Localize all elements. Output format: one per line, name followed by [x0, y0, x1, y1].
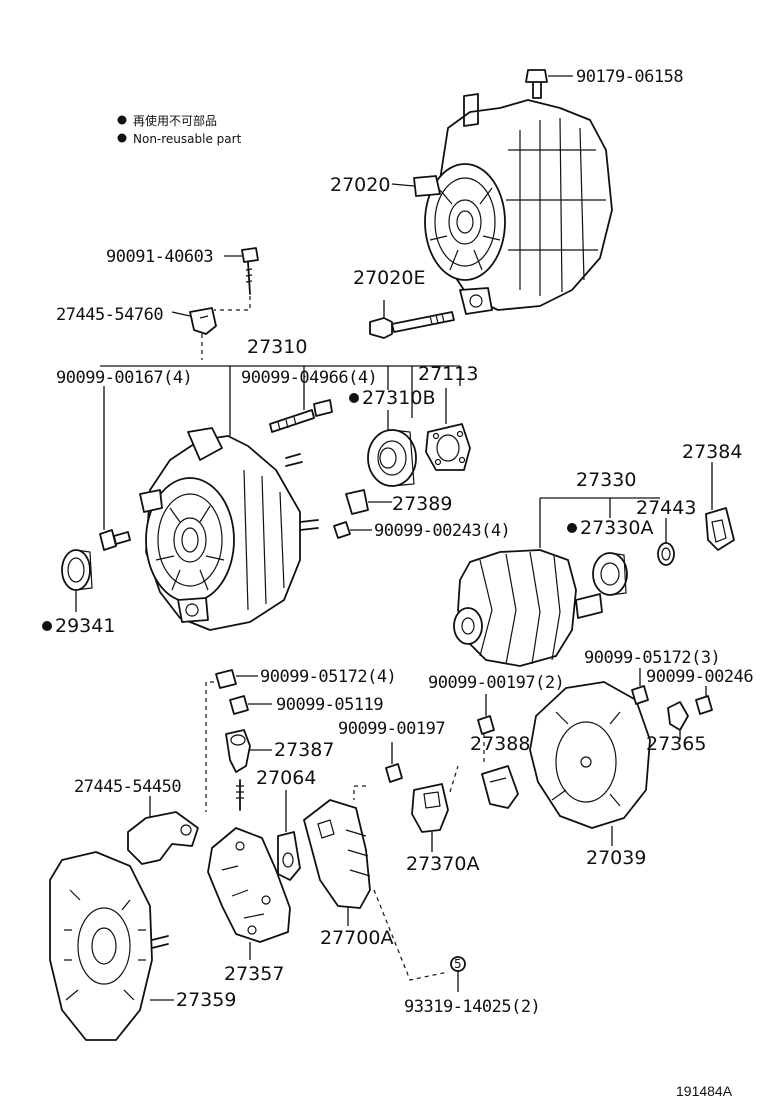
label-27310: 27310	[247, 336, 307, 358]
label-27700A: 27700A	[320, 927, 393, 949]
alternator-assembly-drawing	[391, 69, 613, 315]
figure-id: 191484A	[676, 1083, 733, 1099]
label-27370A: 27370A	[406, 853, 479, 875]
label-90099-00197-2: 90099-00197(2)	[428, 673, 564, 693]
drive-end-frame-drawing	[139, 427, 319, 631]
label-27443: 27443	[636, 497, 696, 519]
bearing-27310B-drawing	[367, 410, 417, 487]
group-bracket-lines	[100, 365, 461, 530]
label-27064: 27064	[256, 767, 316, 789]
label-27330A: 27330A	[580, 517, 653, 539]
label-27359: 27359	[176, 989, 236, 1011]
label-27310B: 27310B	[362, 387, 435, 409]
label-27113: 27113	[418, 363, 478, 385]
ring-27443-drawing	[657, 518, 675, 566]
bracket-bolt-drawing	[171, 247, 259, 360]
label-90099-05119: 90099-05119	[276, 695, 383, 715]
label-90099-00167: 90099-00167(4)	[56, 368, 192, 388]
nut-90099-05172-drawing	[631, 668, 649, 705]
insulator-27384-drawing	[705, 462, 735, 551]
label-90091-40603: 90091-40603	[106, 247, 213, 267]
non-reusable-bullet-icon	[567, 523, 577, 533]
label-27389: 27389	[392, 493, 452, 515]
screw-90099-00167-drawing	[99, 529, 131, 551]
label-27020E: 27020E	[353, 267, 425, 289]
cover-27389-drawing	[345, 489, 392, 515]
screw-90099-00243-drawing	[333, 521, 372, 539]
screw-90099-00197-pair-drawing	[477, 694, 495, 762]
label-90099-05172-4: 90099-05172(4)	[260, 667, 396, 687]
through-bolt-drawing	[369, 300, 455, 339]
label-27388: 27388	[470, 733, 530, 755]
voltage-regulator-drawing	[303, 785, 449, 981]
gasket-27064-drawing	[277, 790, 301, 881]
label-90099-00246: 90099-00246	[646, 667, 753, 687]
bearing-27330A-drawing	[592, 552, 628, 596]
label-90099-04966: 90099-04966(4)	[241, 368, 377, 388]
label-27039: 27039	[586, 847, 646, 869]
pin-93319-drawing: 5	[450, 956, 466, 992]
rectifier-drawing	[207, 827, 291, 960]
label-90099-00243: 90099-00243(4)	[374, 521, 510, 541]
legend: 再使用不可部品 Non-reusable part	[117, 113, 242, 146]
rotor-drawing	[453, 497, 660, 667]
label-90099-05172-3: 90099-05172(3)	[584, 648, 720, 668]
part-marker-number: 5	[454, 957, 462, 971]
label-27020: 27020	[330, 174, 390, 196]
bracket-27445-54450-drawing	[127, 796, 199, 865]
nut-washer-drawings	[205, 669, 272, 812]
retainer-plate-drawing	[425, 388, 471, 471]
legend-bullet-icon	[117, 133, 127, 143]
label-27357: 27357	[224, 963, 284, 985]
label-27387: 27387	[274, 739, 334, 761]
label-27365: 27365	[646, 733, 706, 755]
legend-bullet-icon	[117, 115, 127, 125]
screw-90099-00197-drawing	[385, 742, 403, 783]
stud-bolt-drawing	[269, 394, 333, 433]
label-90099-00197: 90099-00197	[338, 719, 445, 739]
terminal-27365-drawing	[667, 686, 713, 740]
brush-cover-drawing	[481, 765, 519, 809]
oil-seal-drawing	[61, 549, 93, 612]
non-reusable-bullet-icon	[349, 393, 359, 403]
terminal-insulator-drawing	[225, 729, 272, 811]
legend-ja-text: 再使用不可部品	[133, 113, 217, 128]
non-reusable-bullet-icon	[42, 621, 52, 631]
label-90179-06158: 90179-06158	[576, 67, 683, 87]
label-27330: 27330	[576, 469, 636, 491]
rear-end-frame-drawing	[49, 851, 174, 1041]
label-93319-14025: 93319-14025(2)	[404, 997, 540, 1017]
label-27445-54760: 27445-54760	[56, 305, 163, 325]
label-27445-54450: 27445-54450	[74, 777, 181, 797]
part-labels: 90179-06158 27020 27020E 90091-40603 274…	[42, 67, 754, 1099]
label-29341: 29341	[55, 615, 115, 637]
brush-holder-drawing	[411, 765, 459, 852]
legend-en-text: Non-reusable part	[133, 132, 242, 146]
label-27384: 27384	[682, 441, 742, 463]
rear-cover-drawing	[529, 681, 651, 846]
